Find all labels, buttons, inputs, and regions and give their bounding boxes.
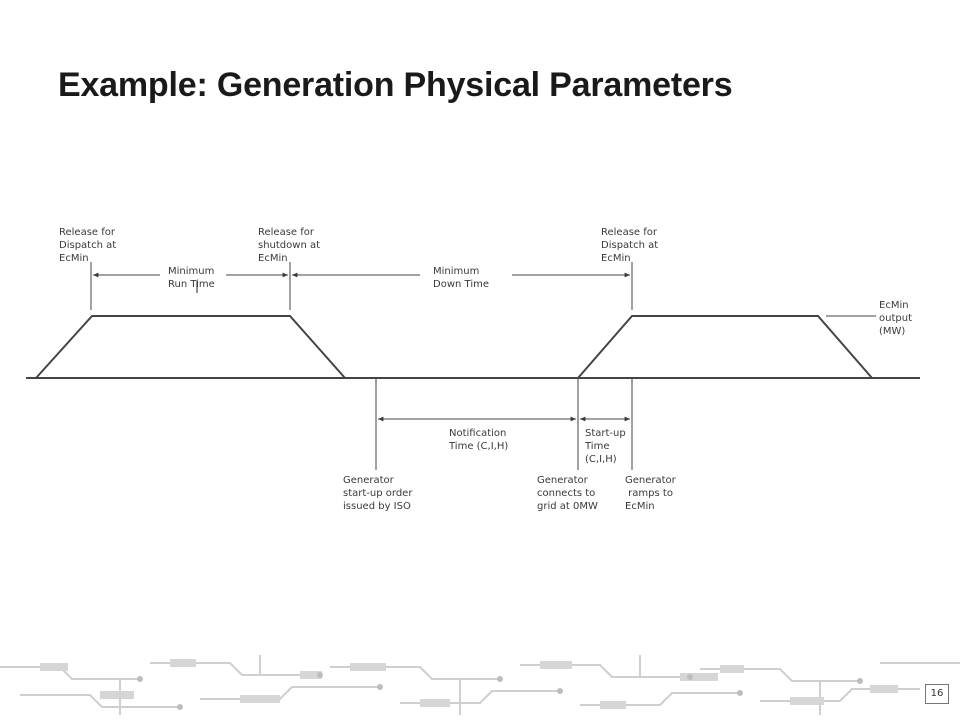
label-min-down-time: Minimum Down Time [433, 266, 489, 290]
circuit-board-decoration [0, 655, 960, 715]
label-gen-ramps: Generator ramps to EcMin [625, 475, 692, 512]
output-profile-2 [577, 315, 873, 379]
label-notification-time: Notification Time (C,I,H) [448, 428, 510, 452]
label-release-dispatch-2: Release for Dispatch at EcMin [601, 227, 661, 264]
timing-diagram: Release for Dispatch at EcMin Release fo… [26, 227, 920, 512]
label-release-shutdown: Release for shutdown at EcMin [258, 227, 323, 264]
slide-title: Example: Generation Physical Parameters [58, 66, 733, 104]
label-gen-connects: Generator connects to grid at 0MW [537, 475, 598, 512]
label-release-dispatch-1: Release for Dispatch at EcMin [59, 227, 119, 264]
page-number: 16 [925, 684, 949, 704]
label-ecmin-output: EcMin output (MW) [879, 300, 915, 337]
label-min-run-time: Minimum Run Time [168, 266, 218, 290]
label-gen-startup-order: Generator start-up order issued by ISO [343, 475, 416, 512]
label-startup-time: Start-up Time (C,I,H) [584, 428, 629, 465]
output-profile-1 [35, 315, 346, 379]
